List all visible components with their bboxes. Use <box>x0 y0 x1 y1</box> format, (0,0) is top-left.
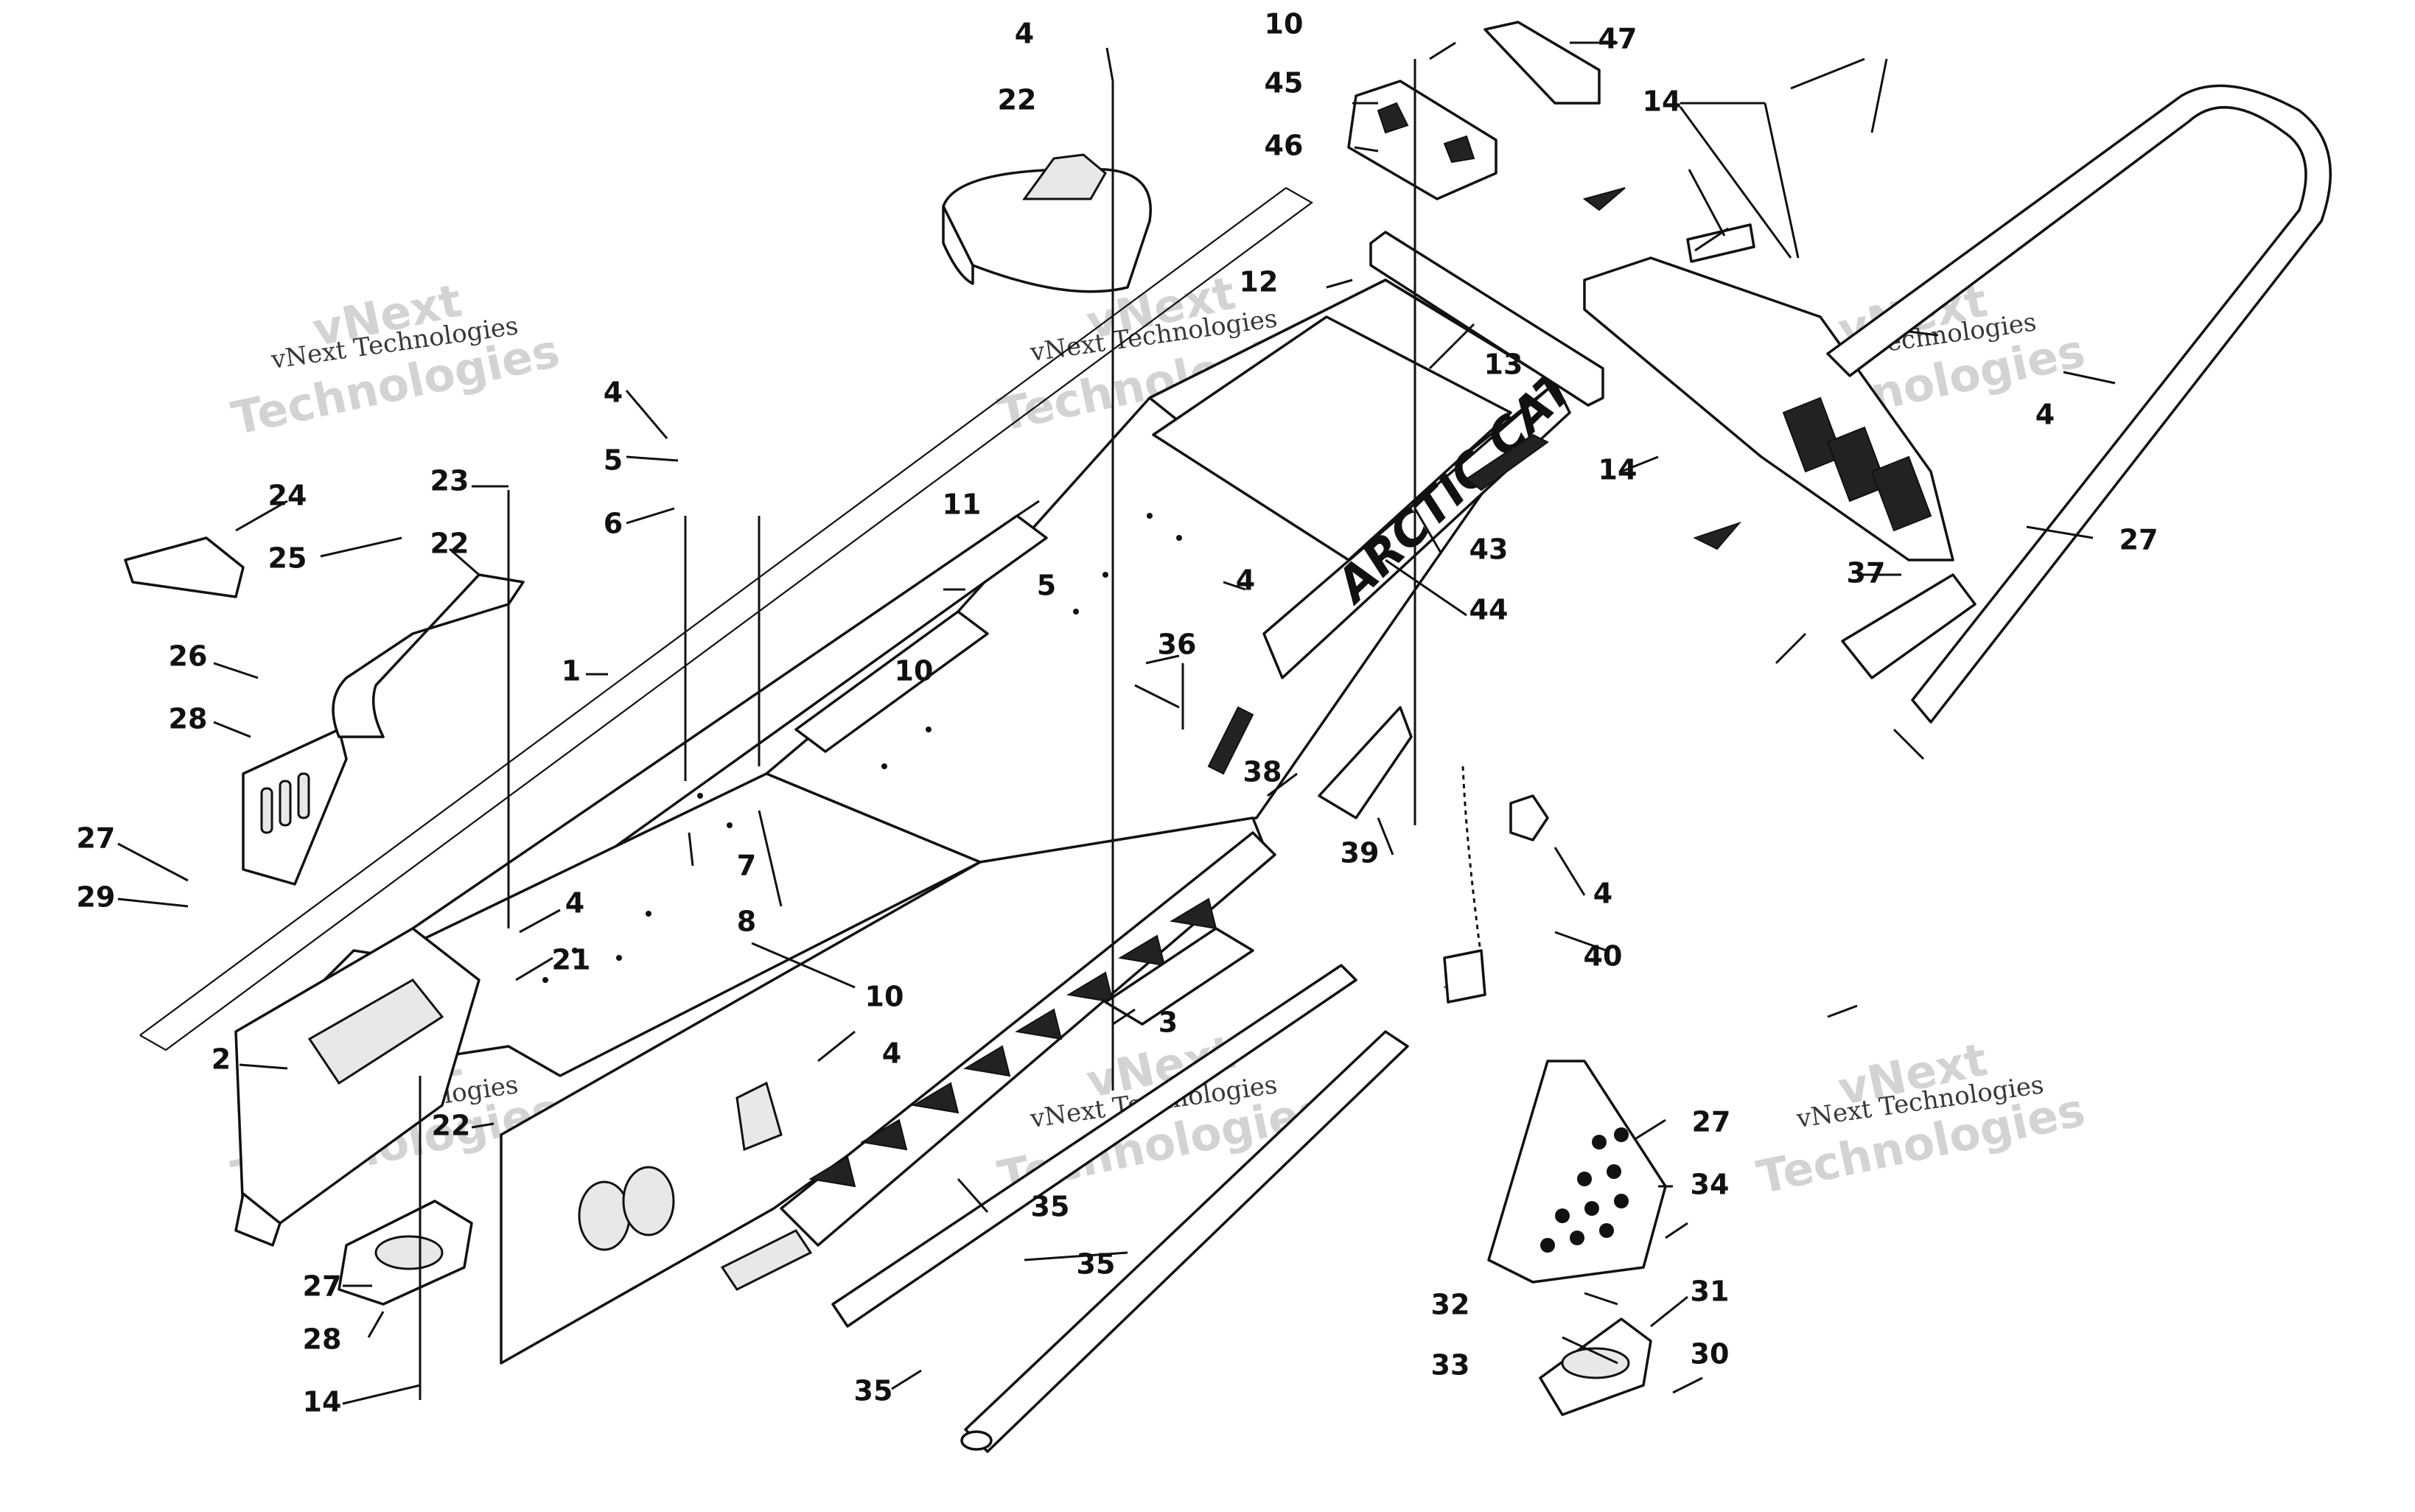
callout-4: 4 <box>565 887 584 920</box>
callout-14: 14 <box>1598 454 1638 486</box>
callout-27: 28 <box>303 1323 342 1356</box>
callout-36: 39 <box>1341 837 1380 869</box>
callout-20: 24 <box>268 480 307 512</box>
callout-5: 5 <box>1037 570 1056 602</box>
rail-34 <box>831 964 1357 1328</box>
callout-41: 46 <box>1265 130 1304 162</box>
leader-lines <box>117 41 2116 1405</box>
callout-33: 35 <box>1077 1248 1116 1281</box>
bracket-23 <box>242 728 348 886</box>
callout-13: 13 <box>1484 349 1523 381</box>
callout-22: 26 <box>169 640 208 673</box>
bumper-hoop-25 <box>1826 84 2332 724</box>
callout-22: 27 <box>77 822 116 855</box>
flap-43 <box>1583 256 1954 561</box>
arrow-pointer-upper <box>1582 187 1626 211</box>
bracket-3 <box>1104 927 1254 1026</box>
callout-5: 4 <box>604 377 623 409</box>
callout-18: 22 <box>430 528 469 560</box>
callout-7: 6 <box>604 508 623 540</box>
callout-31: 34 <box>1691 1169 1730 1201</box>
running-board-cutouts <box>808 897 1217 1188</box>
grab-42 <box>1483 21 1601 105</box>
callout-10: 10 <box>1265 8 1304 41</box>
callout-8: 7 <box>737 850 756 882</box>
callout-4: 4 <box>1015 18 1034 50</box>
label-44 <box>1686 223 1755 263</box>
cable-37 <box>1443 766 1549 1004</box>
callout-4: 4 <box>1236 564 1255 597</box>
callout-25: 27 <box>2119 524 2159 556</box>
callout-23: 28 <box>169 703 208 735</box>
tunnel: ARCTIC CAT <box>308 279 1587 1365</box>
callout-17: 22 <box>432 1110 471 1142</box>
callout-4: 4 <box>2035 399 2055 431</box>
bracket-23-slots <box>260 772 310 834</box>
bracket-36 <box>1318 706 1413 819</box>
callout-12: 12 <box>1240 266 1279 298</box>
callout-11: 11 <box>943 489 982 521</box>
callout-37: 40 <box>1584 940 1623 973</box>
callout-42: 47 <box>1598 23 1638 55</box>
front-bracket-2 <box>234 927 480 1247</box>
callouts: 4 22 10 47 45 46 14 12 13 4 14 27 43 44 … <box>77 8 2159 1418</box>
bracket-41 <box>1347 80 1497 200</box>
deck-holes <box>542 513 1182 983</box>
callout-22: 27 <box>1692 1106 1731 1138</box>
footrest-29 <box>1487 1060 1667 1284</box>
callout-14: 14 <box>1643 85 1682 118</box>
callout-6: 5 <box>604 444 623 477</box>
tunnel-outline-box <box>139 187 1314 1051</box>
bracket-13 <box>1369 231 1604 407</box>
footrest-holes <box>1540 1127 1629 1253</box>
callout-9: 8 <box>737 906 756 938</box>
callout-10: 10 <box>865 981 904 1013</box>
callout-29: 32 <box>1431 1289 1470 1321</box>
watermark-right-bottom: Technologies vNext vNext Technologies <box>1752 1032 2089 1205</box>
foot-cup-26 <box>338 1200 473 1306</box>
callout-35: 37 <box>1847 557 1886 589</box>
callout-21: 25 <box>268 542 307 575</box>
callout-35: 38 <box>1243 756 1282 788</box>
callout-3: 3 <box>1158 1007 1178 1039</box>
flap-stripes <box>1782 396 1932 532</box>
callout-34: 35 <box>1031 1191 1070 1223</box>
callout-1: 1 <box>562 655 581 687</box>
callout-38: 43 <box>1469 533 1509 566</box>
callout-2: 2 <box>212 1043 231 1076</box>
callout-10: 10 <box>895 655 934 687</box>
handle-18 <box>332 573 525 738</box>
callout-27: 30 <box>1691 1338 1730 1371</box>
callout-39: 44 <box>1469 594 1509 626</box>
callout-16: 21 <box>552 944 591 976</box>
callout-40: 45 <box>1265 67 1304 99</box>
cover-20 <box>124 536 245 598</box>
callout-15: 22 <box>998 84 1037 116</box>
bag-15 <box>942 153 1152 293</box>
callout-26: 27 <box>303 1270 342 1303</box>
callout-4: 4 <box>1593 878 1612 910</box>
watermark-left-top: Technologies vNext vNext Technologies <box>227 273 564 446</box>
callout-4: 4 <box>882 1037 901 1070</box>
callout-14: 14 <box>303 1386 342 1418</box>
arrow-pointer-lower <box>1693 521 1742 550</box>
callout-19: 23 <box>430 465 469 497</box>
callout-28: 31 <box>1691 1275 1730 1308</box>
callout-30: 33 <box>1431 1349 1470 1382</box>
foot-cup-28 <box>1539 1317 1652 1416</box>
callout-24: 29 <box>77 881 116 914</box>
callout-32: 35 <box>854 1375 893 1407</box>
callout-35: 36 <box>1158 629 1197 661</box>
rod-33 <box>960 1030 1409 1453</box>
